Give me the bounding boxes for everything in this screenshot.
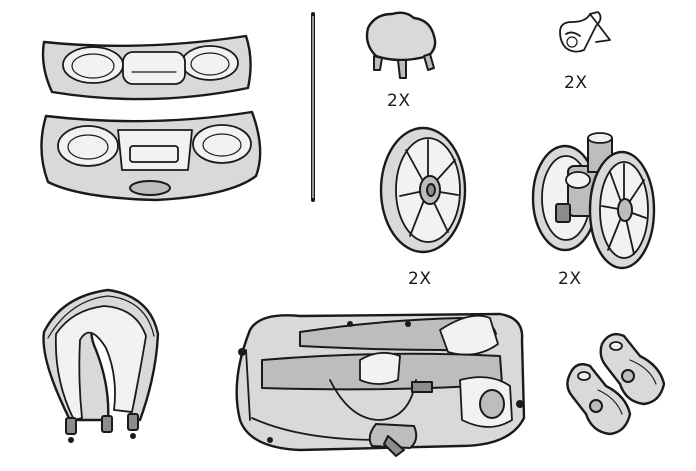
mounting-brackets xyxy=(567,334,664,434)
rear-wheel-quantity-label: 2X xyxy=(408,269,431,289)
axle-cap-clip xyxy=(367,13,435,78)
canopy xyxy=(44,290,158,443)
parent-tray xyxy=(41,112,260,200)
child-tray xyxy=(43,36,251,99)
wheel-pin xyxy=(560,12,610,52)
clip-quantity-label: 2X xyxy=(387,91,410,111)
folded-stroller-frame xyxy=(237,314,524,456)
rear-wheel xyxy=(381,128,465,252)
front-wheel-quantity-label: 2X xyxy=(558,269,581,289)
front-swivel-wheel xyxy=(533,133,654,268)
pin-quantity-label: 2X xyxy=(564,73,587,93)
